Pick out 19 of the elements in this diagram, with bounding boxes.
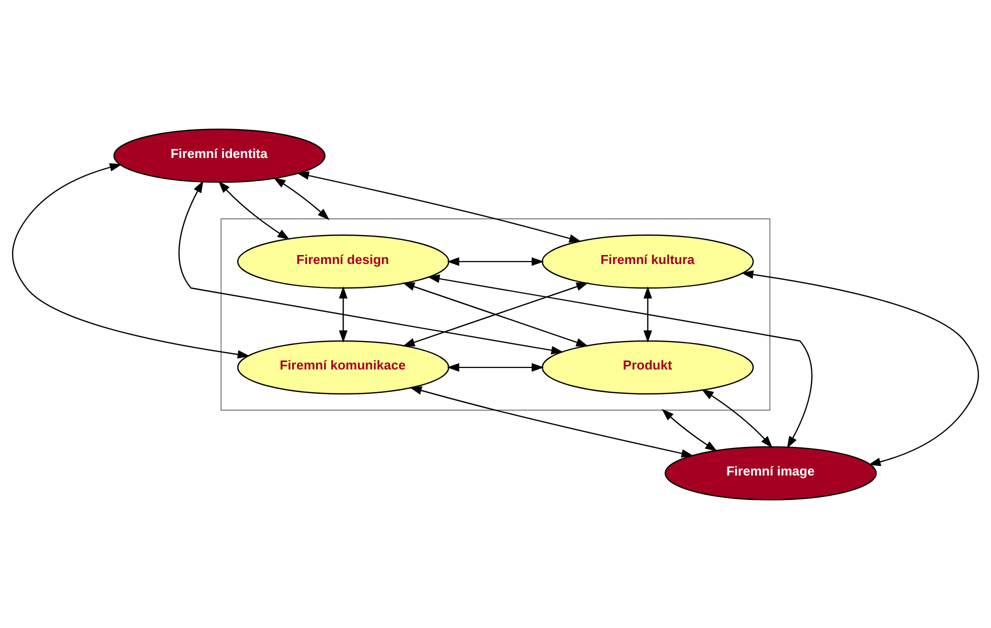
node-ellipse: Produkt <box>542 340 754 394</box>
node-ellipse: Firemní identita <box>113 128 326 182</box>
arrow <box>12 162 250 358</box>
arrow <box>741 270 979 466</box>
arrow <box>178 180 564 354</box>
node-ellipse: Firemní image <box>664 446 877 500</box>
node-ellipse: Firemní design <box>237 234 450 288</box>
arrow <box>662 408 718 452</box>
cluster <box>220 218 770 410</box>
arrow <box>273 176 330 220</box>
arrow <box>643 286 652 342</box>
arrow <box>296 170 582 242</box>
arrow <box>218 180 290 240</box>
arrow <box>701 388 772 448</box>
arrow <box>446 362 544 372</box>
arrow <box>410 386 694 458</box>
arrow <box>446 256 544 266</box>
arrow <box>427 274 812 448</box>
arrow <box>338 286 348 342</box>
